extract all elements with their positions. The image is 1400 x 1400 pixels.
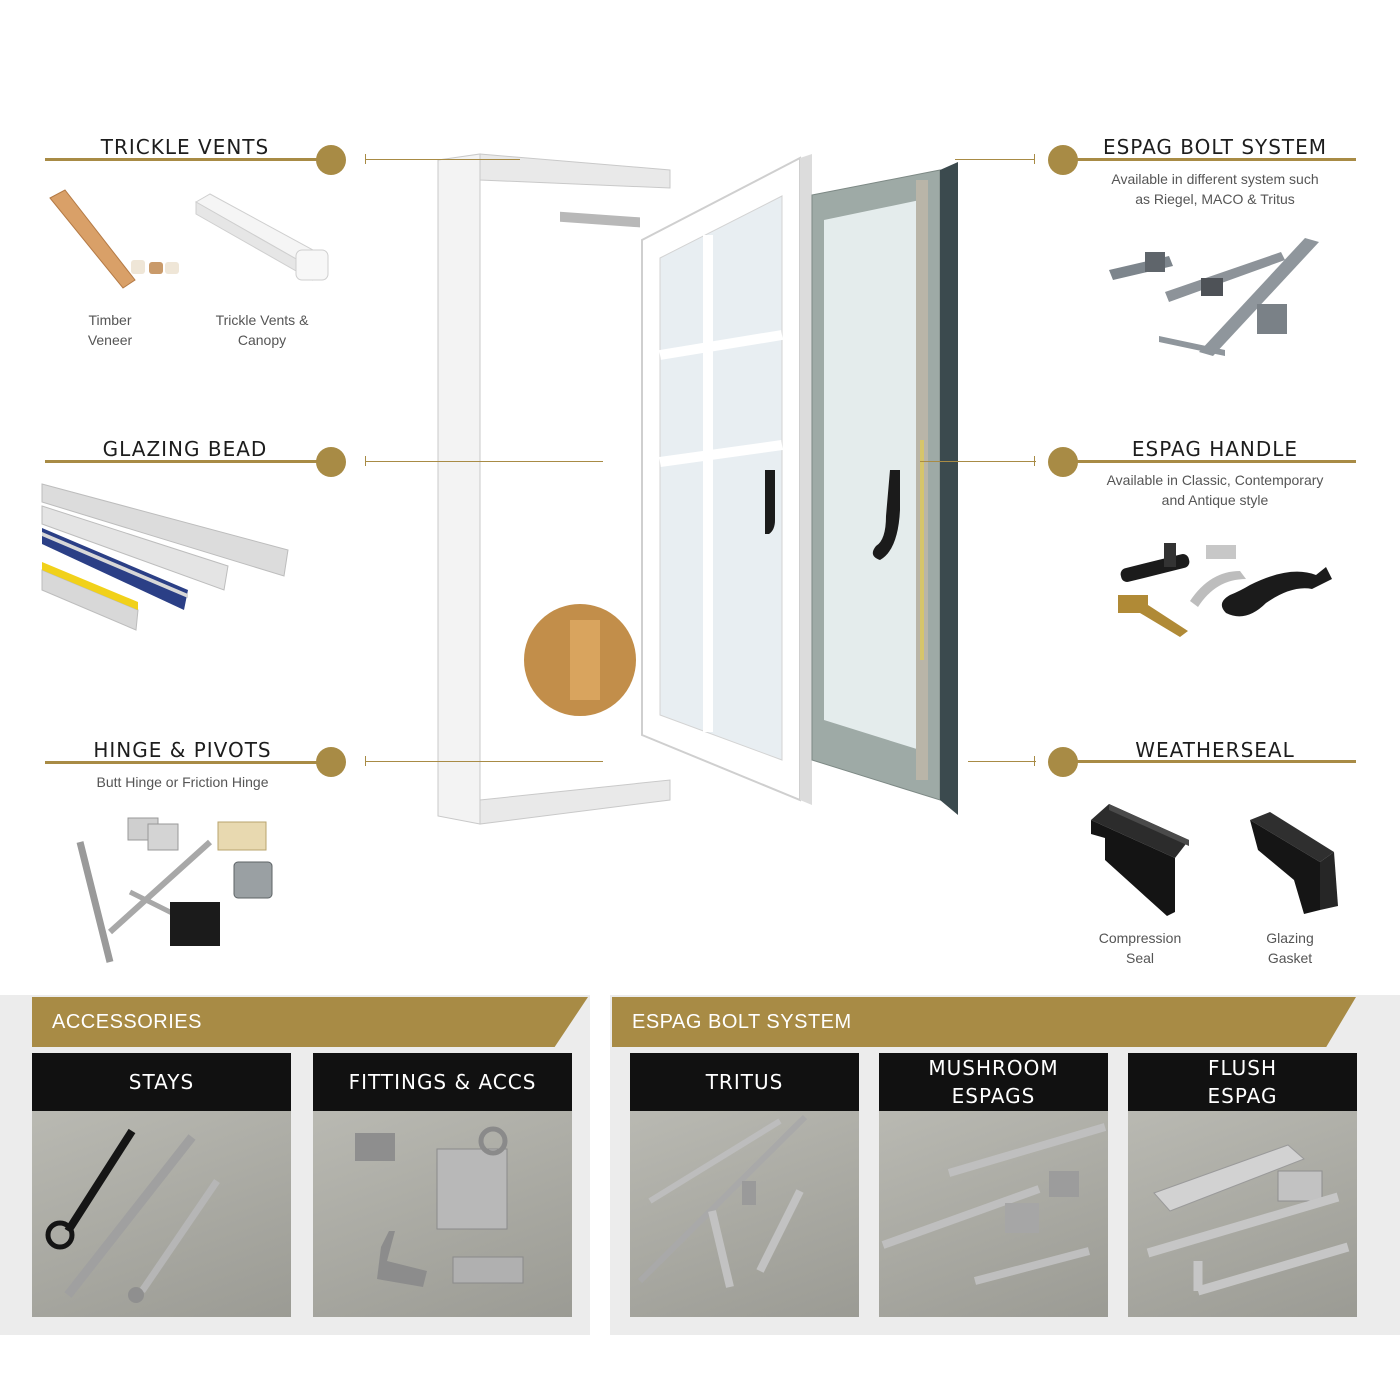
hinge-pivots-image (76, 817, 273, 963)
stays-card-image[interactable] (32, 1111, 291, 1317)
weatherseal-leader (968, 761, 1036, 762)
espag-handle-image (1118, 543, 1332, 637)
compression-seal-image (1091, 804, 1189, 916)
hinge-pivots-subtitle: Butt Hinge or Friction Hinge (96, 774, 269, 790)
compression-seal-caption: Compression Seal (1098, 930, 1182, 967)
flush-espag-illustration (1146, 1144, 1350, 1296)
espag-bolt-system-banner: ESPAG BOLT SYSTEM (612, 997, 1356, 1047)
fittings-accs-card-header[interactable]: FITTINGS & ACCS (313, 1053, 572, 1111)
espag-handle-rule (1062, 460, 1356, 463)
weatherseal-title: WEATHERSEAL (1135, 738, 1295, 762)
tritus-illustration (637, 1114, 808, 1288)
hinge-pivots-rule (45, 761, 330, 764)
espag-handle-leader (920, 461, 1036, 462)
trickle-vents-rule (45, 158, 330, 161)
weatherseal-rule (1062, 760, 1356, 763)
mushroom-espags-card-header[interactable]: MUSHROOM ESPAGS (879, 1053, 1108, 1111)
glazing-bead-image (41, 483, 289, 631)
espag-bolt-image (1109, 238, 1319, 356)
hinge-pivots-leader (365, 761, 603, 762)
tritus-card-image[interactable] (630, 1111, 859, 1317)
hinge-pivots-dot (316, 747, 346, 777)
trickle-vents-canopy-caption: Trickle Vents & Canopy (215, 312, 309, 349)
espag-bolt-subtitle: Available in different system such as Ri… (1111, 171, 1319, 207)
espag-bolt-leader (955, 159, 1035, 160)
flush-espag-label: FLUSH ESPAG (1207, 1056, 1278, 1108)
accessories-banner: ACCESSORIES (32, 997, 588, 1047)
hinge-pivots-title: HINGE & PIVOTS (93, 738, 272, 762)
espag-handle-subtitle: Available in Classic, Contemporary and A… (1106, 472, 1324, 508)
trickle-vents-dot (316, 145, 346, 175)
stays-card-header[interactable]: STAYS (32, 1053, 291, 1111)
fittings-illustration (355, 1126, 524, 1287)
glazing-gasket-image (1250, 812, 1338, 914)
trickle-vents-leader (365, 159, 520, 160)
trickle-vents-title: TRICKLE VENTS (100, 135, 270, 159)
tritus-card-header[interactable]: TRITUS (630, 1053, 859, 1111)
glazing-gasket-caption: Glazing Gasket (1266, 930, 1314, 967)
flush-espag-card-image[interactable] (1128, 1111, 1357, 1317)
espag-handle-title: ESPAG HANDLE (1131, 437, 1299, 461)
espag-bolt-title: ESPAG BOLT SYSTEM (1102, 135, 1328, 159)
glazing-bead-leader (365, 461, 603, 462)
espag-bolt-rule (1062, 158, 1356, 161)
mushroom-espags-illustration (881, 1123, 1107, 1285)
glazing-bead-dot (316, 447, 346, 477)
glazing-bead-title: GLAZING BEAD (102, 437, 268, 461)
timber-veneer-image (49, 189, 179, 289)
casement-window-illustration (437, 153, 958, 825)
mushroom-espags-card-image[interactable] (879, 1111, 1108, 1317)
glazing-bead-rule (45, 460, 330, 463)
fittings-accs-card-image[interactable] (313, 1111, 572, 1317)
flush-espag-card-header[interactable]: FLUSH ESPAG (1128, 1053, 1357, 1111)
trickle-vent-canopy-image (194, 193, 329, 281)
mushroom-espags-label: MUSHROOM ESPAGS (928, 1056, 1059, 1108)
timber-veneer-caption: Timber Veneer (87, 312, 133, 349)
stays-illustration (45, 1128, 220, 1303)
